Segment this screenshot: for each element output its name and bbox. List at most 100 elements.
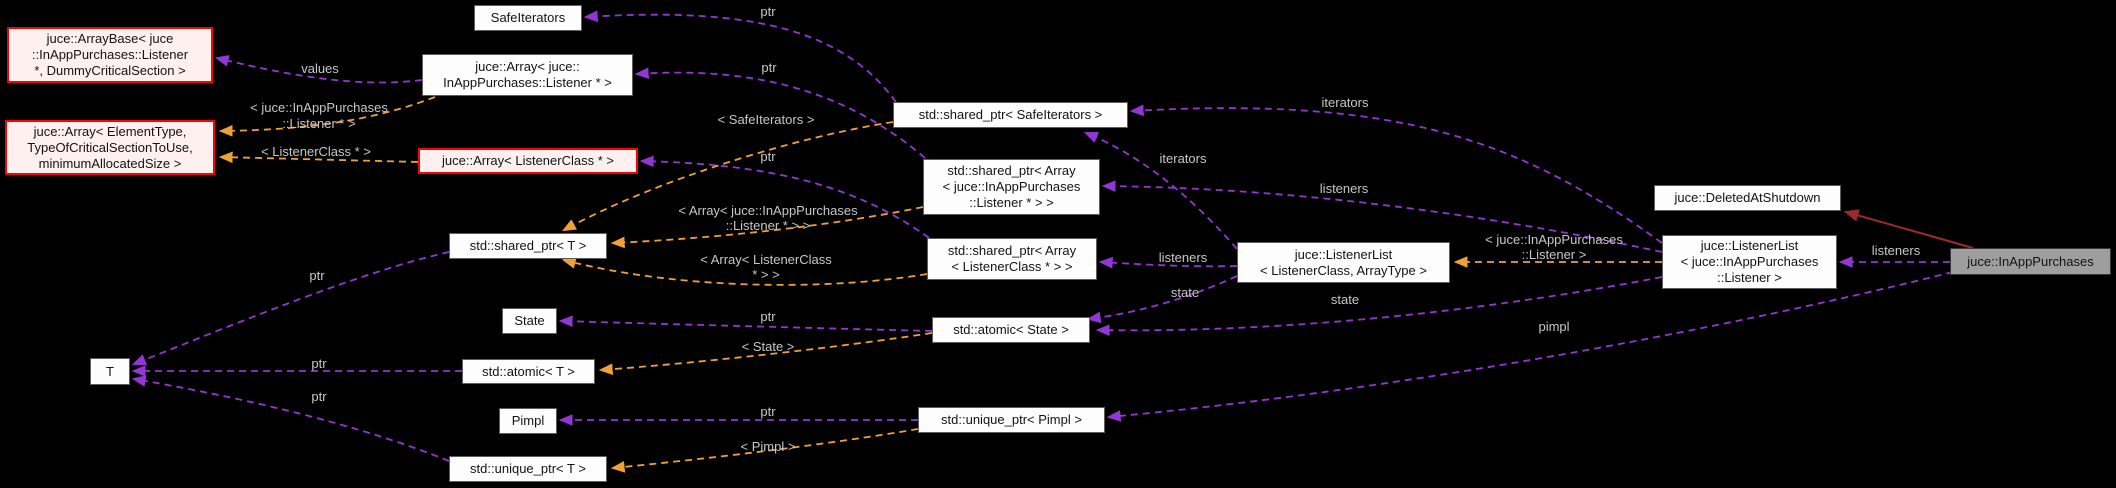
node-uniqueptr-t[interactable]: std::unique_ptr< T > (449, 456, 607, 482)
edge-tmpl-safeiterators (561, 121, 894, 232)
edge-values-to-arraybase (214, 55, 423, 84)
edge-state-generic-list (1086, 275, 1238, 324)
edge-label-state: state (1170, 285, 1200, 300)
node-label: juce::Array< ElementType, (33, 123, 187, 139)
edge-label-ptr: ptr (760, 4, 776, 19)
edge-label-ptr: ptr (760, 404, 776, 419)
node-label: std::atomic< T > (482, 363, 575, 379)
edge-label-template: < Pimpl > (740, 439, 796, 454)
edge-label-template: < Array< ListenerClass (700, 252, 832, 267)
node-label: *, DummyCriticalSection > (34, 63, 186, 78)
node-deletedatshutdown[interactable]: juce::DeletedAtShutdown (1654, 185, 1841, 211)
node-atomic-t[interactable]: std::atomic< T > (462, 359, 595, 384)
edge-label-template: < SafeIterators > (717, 112, 815, 127)
node-label: SafeIterators (490, 10, 566, 25)
edge-label-template: * > > (752, 267, 780, 282)
edge-iterators-generic-list (1083, 132, 1238, 250)
node-label: juce::ListenerList (1700, 238, 1799, 253)
edge-label-ptr: ptr (760, 149, 776, 164)
node-label: < ListenerClass * > > (951, 259, 1073, 274)
node-label: State (514, 313, 545, 328)
node-label: T (106, 363, 114, 379)
edge-label-values: values (301, 61, 339, 76)
edge-label-state: state (1330, 292, 1360, 307)
node-label: < ListenerClass, ArrayType > (1260, 262, 1427, 278)
edge-label-template: < juce::InAppPurchases (250, 100, 388, 115)
node-label: ::Listener * > > (969, 195, 1054, 210)
edge-ptr-uniqueptr-to-t (131, 375, 450, 462)
edge-label-listeners: listeners (1319, 181, 1369, 196)
node-label: std::atomic< State > (953, 322, 1069, 337)
edge-ptr-sharedptr-to-t (131, 251, 450, 366)
edge-label-ptr: ptr (309, 268, 325, 283)
node-array-inapppurchases-listener[interactable]: juce::Array< juce:: InAppPurchases::List… (422, 54, 633, 96)
edge-label-template: < ListenerClass * > (261, 144, 371, 159)
edge-label-ptr: ptr (760, 309, 776, 324)
edge-tmpl-array-listenerclass (561, 257, 928, 286)
node-sharedptr-array-inapppurchases-listener[interactable]: std::shared_ptr< Array < juce::InAppPurc… (923, 159, 1100, 215)
node-array-elementtype[interactable]: juce::Array< ElementType, TypeOfCritical… (5, 120, 215, 175)
node-label: InAppPurchases::Listener * > (443, 75, 612, 90)
edge-label-iterators: iterators (1159, 151, 1207, 166)
node-sharedptr-safeiterators[interactable]: std::shared_ptr< SafeIterators > (893, 102, 1128, 128)
edge-listeners-iap-list (1101, 180, 1663, 253)
node-t[interactable]: T (90, 358, 130, 385)
edge-label-template: < juce::InAppPurchases (1485, 232, 1623, 247)
node-inapppurchases-current: juce::InAppPurchases (1950, 248, 2111, 275)
node-label: std::shared_ptr< Array (947, 163, 1076, 178)
edge-label-template: ::Listener * > > (725, 218, 811, 233)
node-label: juce::Array< juce:: (475, 59, 580, 74)
node-sharedptr-t[interactable]: std::shared_ptr< T > (449, 233, 607, 259)
node-listenerlist-inapppurchases-listener[interactable]: juce::ListenerList < juce::InAppPurchase… (1662, 235, 1837, 289)
node-label: < juce::InAppPurchases (1680, 254, 1819, 269)
edge-ptr-to-array-listenerclass (639, 155, 930, 239)
node-label: std::shared_ptr< SafeIterators > (918, 107, 1103, 122)
node-label: juce::DeletedAtShutdown (1674, 190, 1821, 205)
node-safeiterators[interactable]: SafeIterators (474, 5, 582, 31)
edge-tmpl-iap-listener-ptr (218, 96, 436, 137)
node-listenerlist-generic[interactable]: juce::ListenerList < ListenerClass, Arra… (1237, 242, 1450, 283)
node-arraybase[interactable]: juce::ArrayBase< juce ::InAppPurchases::… (7, 27, 213, 83)
edge-label-ptr: ptr (761, 60, 777, 75)
edge-ptr-to-array-iap-listener (634, 67, 926, 159)
node-label: TypeOfCriticalSectionToUse, (27, 139, 193, 155)
node-label: ::Listener > (1717, 270, 1782, 285)
edge-pimpl-inapppurchases (1106, 271, 1954, 422)
edge-ptr-to-safeiterators (583, 10, 897, 103)
node-label: std::unique_ptr< Pimpl > (941, 412, 1082, 427)
edge-label-pimpl: pimpl (1538, 319, 1570, 334)
edge-iterators-iap-list (1129, 104, 1663, 244)
edge-state-iap-list (1095, 276, 1663, 337)
node-label: minimumAllocatedSize > (38, 155, 182, 171)
edge-inheritance-to-deletedatshutdown (1843, 209, 1974, 249)
edge-label-template: < Array< juce::InAppPurchases (678, 203, 858, 218)
node-label: juce::ArrayBase< juce (46, 31, 174, 46)
edge-label-iterators: iterators (1321, 95, 1369, 110)
edge-tmpl-pimpl (610, 428, 919, 473)
edge-label-template: ::Listener > (1521, 247, 1587, 262)
node-state[interactable]: State (502, 308, 557, 334)
node-label: Pimpl (511, 413, 545, 428)
node-label: < juce::InAppPurchases (942, 179, 1081, 194)
node-pimpl[interactable]: Pimpl (499, 408, 557, 434)
edge-tmpl-array-iap (610, 206, 924, 249)
node-uniqueptr-pimpl[interactable]: std::unique_ptr< Pimpl > (918, 407, 1105, 433)
node-array-listenerclass[interactable]: juce::Array< ListenerClass * > (418, 148, 638, 174)
edge-tmpl-state (598, 332, 933, 375)
node-sharedptr-array-listenerclass[interactable]: std::shared_ptr< Array < ListenerClass *… (927, 238, 1097, 280)
edge-ptr-to-state (558, 315, 933, 332)
node-atomic-state[interactable]: std::atomic< State > (932, 317, 1090, 343)
node-label: juce::InAppPurchases (1967, 253, 2094, 269)
edge-label-listeners: listeners (1158, 250, 1208, 265)
node-label: juce::ListenerList (1294, 246, 1393, 262)
edge-tmpl-listenerclass-ptr (218, 151, 419, 164)
node-label: juce::Array< ListenerClass * > (442, 153, 614, 168)
edge-label-template: < State > (741, 339, 795, 354)
edge-label-ptr: ptr (311, 356, 327, 371)
node-label: std::unique_ptr< T > (470, 461, 586, 476)
edge-listeners-generic-list (1098, 256, 1238, 269)
node-label: std::shared_ptr< T > (469, 238, 587, 253)
edge-label-template: ::Listener * > (282, 116, 356, 131)
